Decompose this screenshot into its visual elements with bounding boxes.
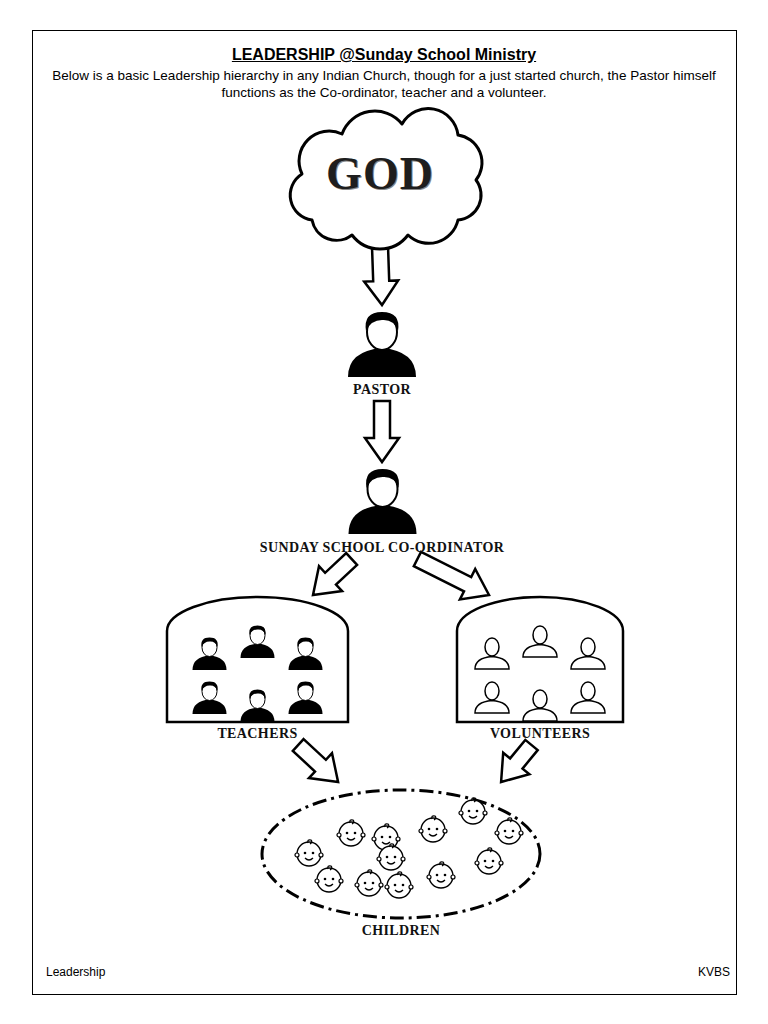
group-box: VOLUNTEERS <box>455 595 625 745</box>
block-arrow <box>293 739 338 782</box>
god-cloud: GOD <box>272 108 488 246</box>
person-node: SUNDAY SCHOOL CO-ORDINATOR <box>256 462 509 559</box>
node-label: TEACHERS <box>165 726 350 742</box>
block-arrow <box>414 552 489 600</box>
footer-text: KVBS <box>520 964 730 981</box>
cloud-text: GOD <box>272 147 488 200</box>
block-arrow <box>365 401 399 462</box>
node-label: CHILDREN <box>258 923 544 939</box>
node-label: SUNDAY SCHOOL CO-ORDINATOR <box>256 540 509 556</box>
block-arrow <box>313 553 357 595</box>
group-box: TEACHERS <box>165 595 350 745</box>
person-node: PASTOR <box>330 305 434 401</box>
block-arrow <box>364 246 398 305</box>
children-group: CHILDREN <box>258 782 544 942</box>
node-outline <box>258 782 544 942</box>
node-label: PASTOR <box>330 382 434 398</box>
node-outline <box>455 595 625 745</box>
node-label: VOLUNTEERS <box>455 726 625 742</box>
block-arrow <box>501 740 538 782</box>
node-outline <box>165 595 350 745</box>
footer-text: Leadership <box>46 964 246 981</box>
page-title: LEADERSHIP @Sunday School Ministry <box>40 46 728 64</box>
intro-note: Below is a basic Leadership hierarchy in… <box>44 67 724 101</box>
